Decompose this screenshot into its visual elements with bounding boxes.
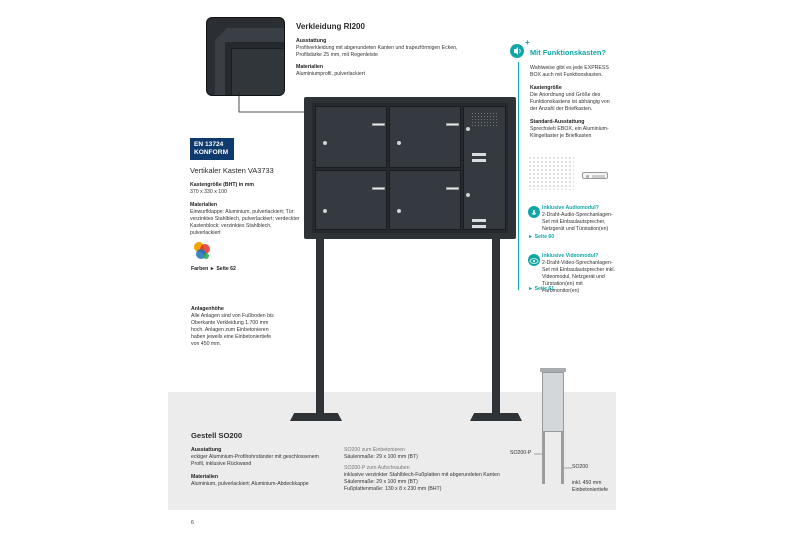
speaker-icon [510, 44, 524, 58]
function-std-head: Standard-Ausstattung [530, 119, 585, 125]
stand-middle-block: SO200 zum Einbetonieren Säulenmaße: 29 x… [344, 447, 514, 493]
stand-equip-head: Ausstattung [191, 447, 222, 453]
plus-icon: + [525, 38, 530, 47]
badge-line-1: EN 13724 [194, 141, 224, 148]
function-size-text: Die Anordnung und Größe des Funktionskas… [530, 92, 610, 112]
leader-line [238, 92, 320, 113]
stand-depth-text: inkl. 450 mm Einbetoniertiefe [572, 480, 609, 493]
function-block: Mit Funktionskasten? Wahlweise gibt es j… [530, 48, 616, 140]
doorbell-button-image [582, 172, 608, 179]
function-title: Mit Funktionskasten? [530, 48, 606, 57]
so200p-text-2: Säulenmaße: 29 x 100 mm (BT) [344, 479, 418, 485]
audio-head: Inklusive Audiomodul? [542, 205, 599, 211]
colors-label: Farben [191, 266, 209, 272]
cladding-mat-head: Materialien [296, 64, 324, 70]
eye-icon [528, 254, 540, 266]
box-block: Vertikaler Kasten VA3733 Kastengröße (BH… [190, 166, 300, 237]
box-mat-text: Einwurfklappe: Aluminium, pulverlackiert… [190, 209, 300, 236]
so200p-text-1: inklusive verzinkter Stahlblech-Fußplatt… [344, 472, 500, 478]
height-head: Anlagenhöhe [191, 306, 224, 312]
so200p-head: SO200-P zum Aufschrauben [344, 465, 410, 471]
cladding-detail-image [206, 17, 285, 96]
video-link[interactable]: ► Seite 61 [528, 286, 555, 292]
box-size-value: 370 x 330 x 100 [190, 189, 227, 195]
function-vertical-rule [518, 62, 520, 290]
video-head: Inklusive Videomodul? [542, 253, 599, 259]
stand-left-block: Ausstattung eckiger Aluminium-Profilrohr… [191, 447, 321, 488]
stand-mat-head: Materialien [191, 474, 219, 480]
colors-reference: Farben ► Seite 62 [191, 266, 236, 273]
microphone-icon [528, 206, 540, 218]
cladding-block: Verkleidung RI200 Ausstattung Profilverk… [296, 22, 476, 78]
speaker-grid-image [528, 156, 574, 190]
cladding-title: Verkleidung RI200 [296, 22, 365, 31]
stand-label-p: SO200-P [510, 450, 532, 456]
color-swatch-icon [194, 242, 210, 259]
stand-equip-text: eckiger Aluminium-Profilrohrständer mit … [191, 454, 320, 467]
stand-label-s: SO200 [572, 464, 589, 470]
cladding-equip-head: Ausstattung [296, 38, 327, 44]
colors-link[interactable]: ► Seite 62 [209, 266, 236, 272]
stand-leader-lines [534, 453, 572, 469]
box-size-head: Kastengröße (BHT) in mm [190, 182, 254, 188]
height-text: Alle Anlagen sind von Fußboden bis Oberk… [191, 313, 274, 347]
page-number: 6 [191, 520, 194, 526]
function-size-head: Kastengröße [530, 85, 562, 91]
audio-link[interactable]: ► Seite 60 [528, 234, 555, 240]
video-block: Inklusive Videomodul? 2-Draht-Video-Spre… [542, 253, 618, 295]
box-mat-head: Materialien [190, 202, 218, 208]
so200p-text-3: Fußplattenmaße: 130 x 8 x 230 mm (BHT) [344, 486, 442, 492]
stand-mat-text: Aluminium, pulverlackiert; Aluminium-Abd… [191, 481, 309, 487]
so200-head: SO200 zum Einbetonieren [344, 447, 405, 453]
function-intro: Wahlweise gibt es jede EXPRESS BOX auch … [530, 65, 609, 78]
stand-title: Gestell SO200 [191, 431, 243, 440]
mailbox-product-image [290, 97, 522, 428]
badge-line-2: KONFORM [194, 149, 229, 156]
en-13724-badge: EN 13724 KONFORM [190, 138, 234, 160]
height-block: Anlagenhöhe Alle Anlagen sind von Fußbod… [191, 306, 276, 348]
stand-image [532, 368, 572, 488]
function-std-text: Sprechsieb EBOX, ein Aluminium-Klingelta… [530, 126, 609, 139]
audio-block: Inklusive Audiomodul? 2-Draht-Audio-Spre… [542, 205, 618, 233]
cladding-mat-text: Aluminiumprofil, pulverlackiert [296, 71, 365, 77]
audio-text: 2-Draht-Audio-Sprechanlagen-Set mit Einb… [542, 212, 613, 232]
stand-section-background [168, 392, 616, 510]
so200-text: Säulenmaße: 29 x 100 mm (BT) [344, 454, 418, 460]
cladding-equip-text: Profilverkleidung mit abgerundeten Kante… [296, 45, 458, 58]
box-title: Vertikaler Kasten VA3733 [190, 166, 274, 175]
video-text: 2-Draht-Video-Sprechanlagen-Set mit Einb… [542, 260, 615, 294]
